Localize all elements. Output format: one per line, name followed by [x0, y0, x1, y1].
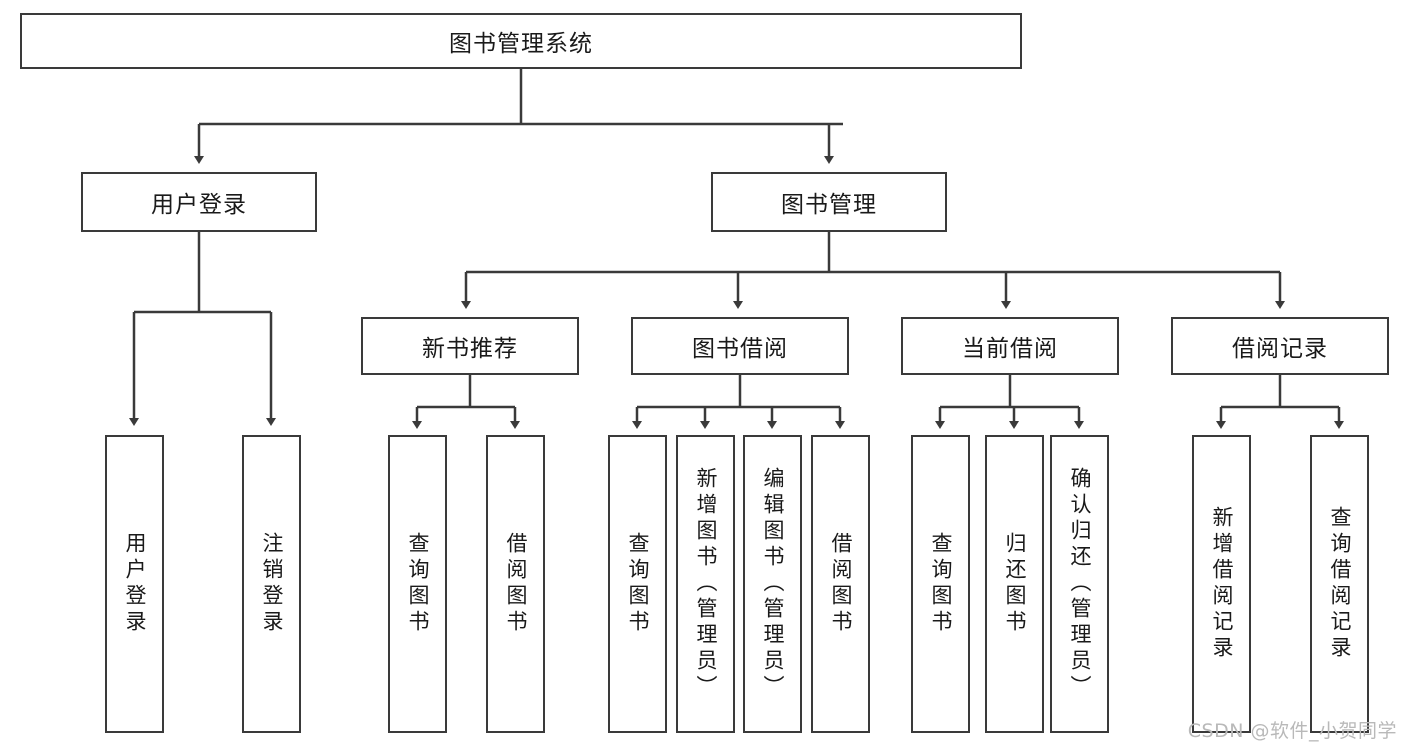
node-book-borrow[interactable]: 图书借阅 — [631, 317, 849, 375]
watermark-text: CSDN @软件_小贺同学 — [1187, 720, 1397, 742]
node-current-borrow[interactable]: 当前借阅 — [901, 317, 1119, 375]
node-leaf-user-login-label: 用户登录 — [123, 532, 147, 636]
node-leaf-edit-book-admin[interactable]: 编辑图书（管理员） — [743, 435, 802, 733]
node-leaf-logout-login[interactable]: 注销登录 — [242, 435, 301, 733]
node-book-management-label: 图书管理 — [781, 192, 877, 218]
node-user-login[interactable]: 用户登录 — [81, 172, 317, 232]
node-leaf-query-book-rec-label: 查询图书 — [406, 532, 430, 636]
node-root[interactable]: 图书管理系统 — [20, 13, 1022, 69]
node-leaf-query-book-borrow[interactable]: 查询图书 — [608, 435, 667, 733]
node-borrow-record-label: 借阅记录 — [1232, 336, 1328, 362]
node-leaf-borrow-book-rec[interactable]: 借阅图书 — [486, 435, 545, 733]
node-new-book-recommend-label: 新书推荐 — [422, 336, 518, 362]
node-leaf-query-book-borrow-label: 查询图书 — [626, 532, 650, 636]
node-leaf-query-book-current[interactable]: 查询图书 — [911, 435, 970, 733]
node-new-book-recommend[interactable]: 新书推荐 — [361, 317, 579, 375]
node-leaf-borrow-book-label: 借阅图书 — [829, 532, 853, 636]
node-leaf-add-book-admin[interactable]: 新增图书（管理员） — [676, 435, 735, 733]
node-user-login-label: 用户登录 — [151, 192, 247, 218]
node-leaf-query-borrow-record-label: 查询借阅记录 — [1328, 506, 1352, 662]
node-leaf-borrow-book-rec-label: 借阅图书 — [504, 532, 528, 636]
node-borrow-record[interactable]: 借阅记录 — [1171, 317, 1389, 375]
node-leaf-confirm-return-admin-label: 确认归还（管理员） — [1068, 467, 1092, 701]
node-book-borrow-label: 图书借阅 — [692, 336, 788, 362]
node-leaf-logout-login-label: 注销登录 — [260, 532, 284, 636]
node-leaf-confirm-return-admin[interactable]: 确认归还（管理员） — [1050, 435, 1109, 733]
node-leaf-borrow-book[interactable]: 借阅图书 — [811, 435, 870, 733]
node-leaf-query-book-rec[interactable]: 查询图书 — [388, 435, 447, 733]
node-leaf-return-book[interactable]: 归还图书 — [985, 435, 1044, 733]
node-leaf-user-login[interactable]: 用户登录 — [105, 435, 164, 733]
node-root-label: 图书管理系统 — [449, 31, 593, 57]
node-leaf-query-book-current-label: 查询图书 — [929, 532, 953, 636]
node-leaf-query-borrow-record[interactable]: 查询借阅记录 — [1310, 435, 1369, 733]
node-leaf-edit-book-admin-label: 编辑图书（管理员） — [761, 467, 785, 701]
node-leaf-add-book-admin-label: 新增图书（管理员） — [694, 467, 718, 701]
node-leaf-return-book-label: 归还图书 — [1003, 532, 1027, 636]
node-leaf-add-borrow-record[interactable]: 新增借阅记录 — [1192, 435, 1251, 733]
node-leaf-add-borrow-record-label: 新增借阅记录 — [1210, 506, 1234, 662]
node-book-management[interactable]: 图书管理 — [711, 172, 947, 232]
node-current-borrow-label: 当前借阅 — [962, 336, 1058, 362]
